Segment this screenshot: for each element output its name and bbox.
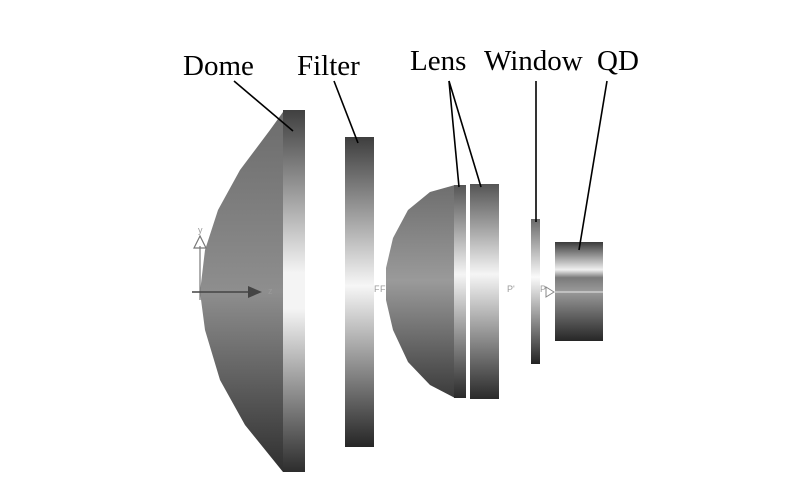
coordinate-axes: y z [192,225,273,300]
window-plate [531,219,540,364]
filter-leader [333,80,359,144]
lens-leader-2 [448,80,482,188]
principal-point-marker: P' [507,284,515,294]
qd-label: QD [597,45,639,77]
filter-label: Filter [297,50,360,82]
window-point-marker: P [540,284,546,294]
dome-label: Dome [183,50,254,82]
dome-leader [233,80,294,132]
lens-element-2 [470,184,499,399]
z-axis-label: z [268,286,273,296]
y-axis-arrow [193,234,207,249]
lens-leader-1 [448,80,460,188]
z-axis-arrow [248,286,262,298]
qd-leader [578,80,608,251]
window-axis-arrow [545,286,555,298]
y-axis-label: y [198,225,203,235]
dome-flat-face [283,110,305,472]
focus-marker-filter: F [374,284,380,294]
focus-marker-lens: F [380,284,386,294]
lens [386,184,499,399]
qd [555,242,603,341]
lens-element-1 [454,185,466,398]
lens-label: Lens [410,45,466,77]
filter-plate [345,137,374,447]
lens-curved-body [386,185,455,398]
window-label: Window [484,45,583,77]
